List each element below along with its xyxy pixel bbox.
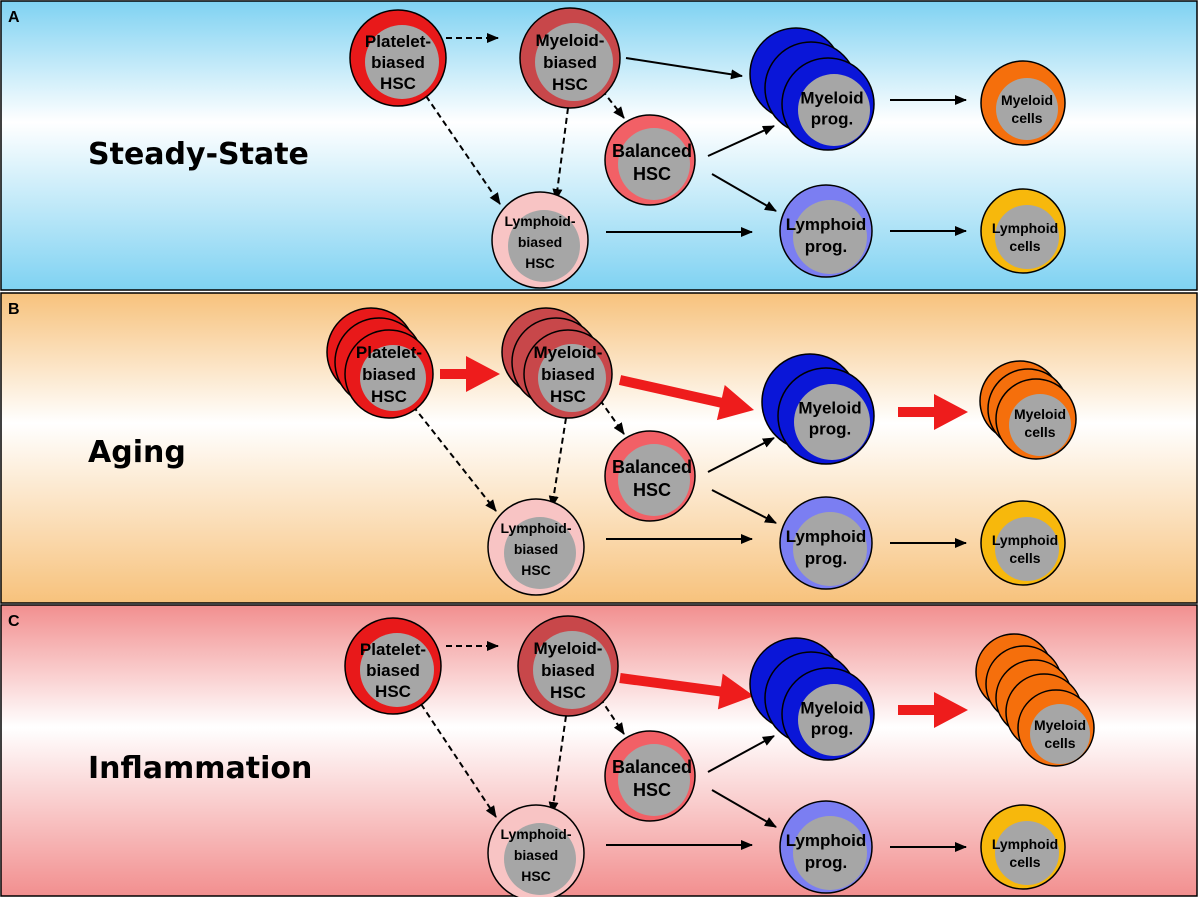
myeloid-cells	[980, 60, 1066, 146]
myeloid-to-lymphoid-hsc-arrow	[548, 417, 567, 508]
myeloid-hsc-to-prog-arrow	[625, 57, 743, 80]
lymphoid-biased-hsc	[487, 804, 585, 897]
myeloid-cells	[1017, 689, 1095, 767]
myeloid-to-lymphoid-hsc-arrow	[552, 107, 569, 201]
balanced-to-myeloid-prog-arrow	[707, 735, 775, 773]
panel-title: Inflammation	[88, 751, 312, 786]
balanced-to-lymphoid-prog-arrow	[711, 489, 777, 524]
myeloid-progenitor	[781, 667, 875, 761]
myeloid-hsc-to-prog-arrow	[618, 375, 754, 421]
lymphoid-progenitor	[779, 800, 873, 894]
platelet-biased-hsc	[344, 329, 434, 419]
panel-letter: B	[8, 301, 20, 318]
balanced-to-lymphoid-prog-arrow	[711, 789, 777, 828]
panel-letter: A	[8, 9, 20, 26]
balanced-to-myeloid-prog-arrow	[707, 437, 775, 473]
myeloid-hsc-to-prog-arrow	[619, 673, 754, 710]
myeloid-biased-hsc	[517, 615, 619, 717]
platelet-biased-hsc	[349, 9, 447, 107]
myeloid-to-lymphoid-hsc-arrow	[548, 715, 567, 814]
platelet-biased-hsc	[344, 617, 442, 715]
myeloid-to-balanced-hsc-arrow	[599, 399, 625, 435]
lymphoid-cells	[980, 500, 1066, 586]
balanced-hsc	[604, 430, 696, 522]
panel-letter: C	[8, 613, 20, 630]
platelet-to-lymphoid-hsc-arrow	[425, 95, 501, 205]
panel-title: Aging	[88, 435, 186, 470]
myeloid-biased-hsc	[523, 329, 613, 419]
balanced-to-lymphoid-prog-arrow	[711, 173, 777, 212]
lymphoid-cells	[980, 804, 1066, 890]
myeloid-to-balanced-hsc-arrow	[599, 697, 625, 735]
platelet-to-lymphoid-hsc-arrow	[412, 405, 497, 512]
lymphoid-cells	[980, 188, 1066, 274]
lymphoid-biased-hsc	[487, 498, 585, 596]
myeloid-cells	[995, 378, 1077, 460]
balanced-hsc	[604, 730, 696, 822]
myeloid-progenitor	[777, 367, 875, 465]
myeloid-to-balanced-hsc-arrow	[601, 89, 625, 119]
balanced-hsc	[604, 114, 696, 206]
lymphoid-biased-hsc	[491, 191, 589, 289]
platelet-to-lymphoid-hsc-arrow	[420, 703, 497, 818]
platelet-to-myeloid-hsc-arrow	[440, 356, 500, 392]
myeloid-biased-hsc	[519, 7, 621, 109]
lymphoid-progenitor	[779, 184, 873, 278]
balanced-to-myeloid-prog-arrow	[707, 125, 775, 157]
myeloid-prog-to-cells-arrow	[898, 394, 968, 430]
lymphoid-progenitor	[779, 496, 873, 590]
panel-title: Steady-State	[88, 137, 309, 172]
myeloid-prog-to-cells-arrow	[898, 692, 968, 728]
myeloid-progenitor	[781, 57, 875, 151]
